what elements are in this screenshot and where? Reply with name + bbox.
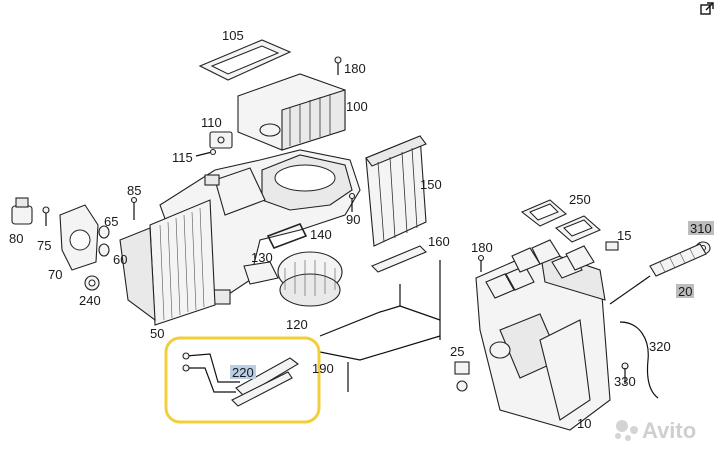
part-50-evaporator: [119, 199, 216, 326]
part-25-valve: [454, 361, 470, 392]
label-220: 220: [232, 365, 254, 380]
label-20-highlight: [676, 284, 694, 298]
label-75: 75: [37, 238, 51, 253]
part-labels: 105 180 100 110 115 85 80 75 65 60 70 24…: [9, 28, 712, 431]
label-330: 330: [614, 374, 636, 389]
label-240: 240: [79, 293, 101, 308]
part-80-sensor: [11, 197, 33, 225]
label-140: 140: [310, 227, 332, 242]
label-310-highlight: [688, 221, 714, 235]
part-130-resistor: [243, 261, 279, 285]
part-15-sensor: [605, 241, 619, 251]
label-320: 320: [649, 339, 671, 354]
part-85-screw: [130, 196, 138, 220]
label-25: 25: [450, 344, 464, 359]
part-320-hose: [619, 321, 659, 399]
label-70: 70: [48, 267, 62, 282]
label-15: 15: [617, 228, 631, 243]
label-50: 50: [150, 326, 164, 341]
label-65: 65: [104, 214, 118, 229]
part-70-flange: [59, 204, 99, 271]
part-160-bracket: [371, 245, 427, 273]
part-115-screw: [195, 148, 217, 157]
part-140-gasket: [266, 222, 308, 250]
part-100-housing: [237, 73, 346, 151]
part-110-actuator: [209, 131, 233, 149]
label-160: 160: [428, 234, 450, 249]
part-120-blower: [277, 251, 343, 307]
part-60-oring: [98, 243, 110, 257]
label-85: 85: [127, 183, 141, 198]
part-240-cap: [84, 275, 100, 291]
part-65-oring: [98, 225, 110, 239]
label-120: 120: [286, 317, 308, 332]
label-180-right: 180: [471, 240, 493, 255]
label-10: 10: [577, 416, 591, 431]
label-180-top: 180: [344, 61, 366, 76]
part-105-frame: [198, 39, 292, 81]
label-150: 150: [420, 177, 442, 192]
label-310: 310: [690, 221, 712, 236]
label-250: 250: [569, 192, 591, 207]
part-250-grilles: [520, 199, 602, 243]
label-115: 115: [172, 150, 193, 165]
part-220-heater-tubes: [182, 352, 299, 407]
label-130: 130: [251, 250, 273, 265]
watermark-text: Avito: [642, 418, 696, 443]
avito-watermark: Avito: [615, 418, 696, 443]
label-105: 105: [222, 28, 244, 43]
external-link-icon[interactable]: [700, 2, 714, 16]
outlet-grid: [485, 239, 595, 299]
part-150-filter: [365, 135, 427, 247]
part-75-clip: [42, 206, 50, 226]
part-180-screw-top: [334, 56, 342, 75]
part-10-hvac-unit: [475, 239, 611, 431]
label-220-highlight: [230, 365, 256, 379]
label-100: 100: [346, 99, 368, 114]
label-80: 80: [9, 231, 23, 246]
leader-lines: [319, 260, 441, 392]
part-20-rod: [609, 243, 707, 305]
label-90: 90: [346, 212, 360, 227]
part-180-screw-right: [477, 254, 485, 272]
highlight-frame-220: [164, 336, 321, 424]
label-190: 190: [312, 361, 334, 376]
label-20: 20: [678, 284, 692, 299]
part-330-screw: [621, 362, 629, 384]
label-60: 60: [113, 252, 127, 267]
part-90-screw: [348, 192, 356, 212]
label-110: 110: [201, 115, 222, 130]
